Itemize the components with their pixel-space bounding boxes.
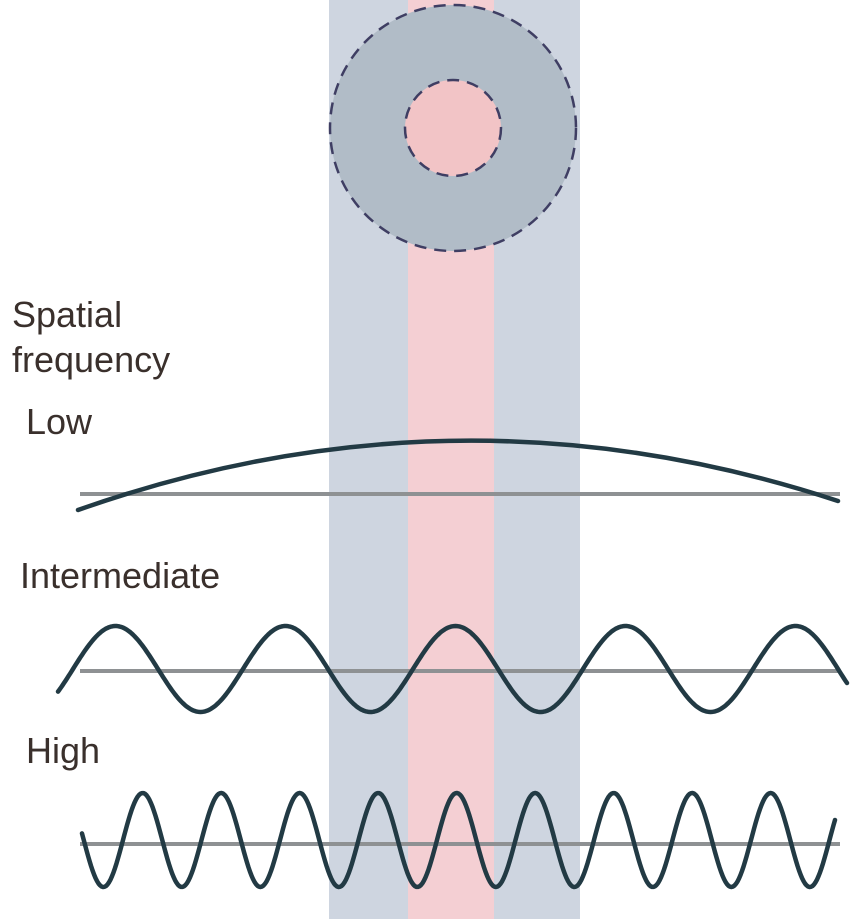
- heading-spatial: Spatial: [12, 294, 122, 335]
- heading-frequency: frequency: [12, 339, 170, 380]
- receptive-field: [328, 3, 578, 253]
- high-frequency-wave: [79, 790, 838, 890]
- labels: Spatial frequency Low Intermediate High: [12, 294, 220, 771]
- label-low: Low: [26, 401, 93, 442]
- center-circle: [403, 78, 503, 178]
- intermediate-frequency-wave: [55, 623, 850, 715]
- waves: [55, 438, 850, 890]
- low-frequency-wave: [75, 438, 841, 513]
- label-high: High: [26, 730, 100, 771]
- label-intermediate: Intermediate: [20, 555, 220, 596]
